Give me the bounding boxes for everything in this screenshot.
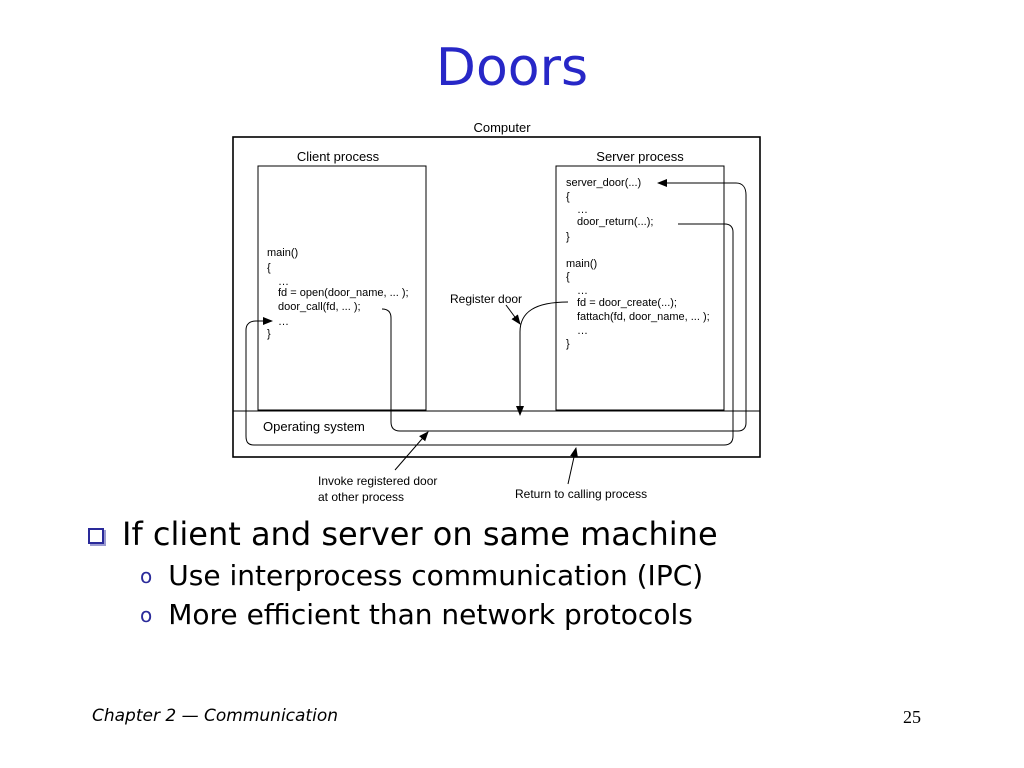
footer-topic: Communication bbox=[204, 706, 338, 726]
client-process-label: Client process bbox=[297, 149, 380, 164]
footer-chapter-label: Chapter 2 bbox=[92, 706, 177, 726]
server-code-line: main() bbox=[566, 258, 597, 270]
computer-box bbox=[232, 136, 761, 458]
register-door-label: Register door bbox=[450, 292, 522, 306]
client-code-line: door_call(fd, ... ); bbox=[278, 301, 361, 313]
server-process-box bbox=[555, 165, 725, 411]
bullet-item: If client and server on same machine bbox=[88, 515, 718, 553]
circle-bullet-icon: o bbox=[140, 563, 153, 588]
invoke-label: Invoke registered door bbox=[318, 474, 437, 488]
server-code-line: fattach(fd, door_name, ... ); bbox=[577, 311, 710, 323]
footer-dash: — bbox=[181, 706, 199, 726]
client-code: main() { … fd = open(door_name, ... ); d… bbox=[267, 247, 409, 340]
client-code-line: main() bbox=[267, 247, 298, 259]
client-process-box bbox=[257, 165, 427, 411]
server-code-line: … bbox=[577, 285, 588, 297]
return-label: Return to calling process bbox=[515, 487, 647, 501]
server-code-line: fd = door_create(...); bbox=[577, 297, 677, 309]
register-door-arrow bbox=[516, 301, 569, 416]
server-code-line: … bbox=[577, 325, 588, 337]
page-number: 25 bbox=[903, 707, 921, 727]
sub-bullet-item: o More efficient than network protocols bbox=[140, 598, 718, 631]
server-code: server_door(...) { … door_return(...); }… bbox=[566, 177, 710, 350]
server-process-label: Server process bbox=[596, 149, 684, 164]
client-code-line: { bbox=[267, 262, 271, 274]
server-code-line: … bbox=[577, 204, 588, 216]
bullet-list: If client and server on same machine o U… bbox=[88, 515, 718, 631]
invoke-label: at other process bbox=[318, 490, 404, 504]
computer-label: Computer bbox=[473, 120, 531, 135]
server-code-line: server_door(...) bbox=[566, 177, 641, 189]
server-code-line: } bbox=[566, 338, 570, 350]
client-code-line: } bbox=[267, 328, 271, 340]
server-code-line: door_return(...); bbox=[577, 216, 653, 228]
return-pointer bbox=[567, 447, 578, 485]
sub-bullet-text: More efficient than network protocols bbox=[168, 598, 693, 631]
client-code-line: … bbox=[278, 316, 289, 328]
invoke-door-path bbox=[381, 179, 747, 432]
bullet-text: If client and server on same machine bbox=[122, 515, 718, 553]
server-code-line: } bbox=[566, 231, 570, 243]
return-path bbox=[245, 223, 734, 446]
sub-bullet-text: Use interprocess communication (IPC) bbox=[168, 559, 704, 592]
os-label: Operating system bbox=[263, 419, 365, 434]
server-code-line: { bbox=[566, 191, 570, 203]
sub-bullet-item: o Use interprocess communication (IPC) bbox=[140, 559, 718, 592]
square-bullet-icon bbox=[88, 528, 104, 544]
client-code-line: fd = open(door_name, ... ); bbox=[278, 287, 409, 299]
server-code-line: { bbox=[566, 271, 570, 283]
slide-title: Doors bbox=[435, 38, 589, 98]
register-door-pointer bbox=[505, 304, 521, 325]
invoke-door-pointer bbox=[394, 431, 429, 471]
client-code-line: … bbox=[278, 276, 289, 288]
circle-bullet-icon: o bbox=[140, 602, 153, 627]
footer-chapter: Chapter 2 — Communication bbox=[92, 706, 338, 726]
